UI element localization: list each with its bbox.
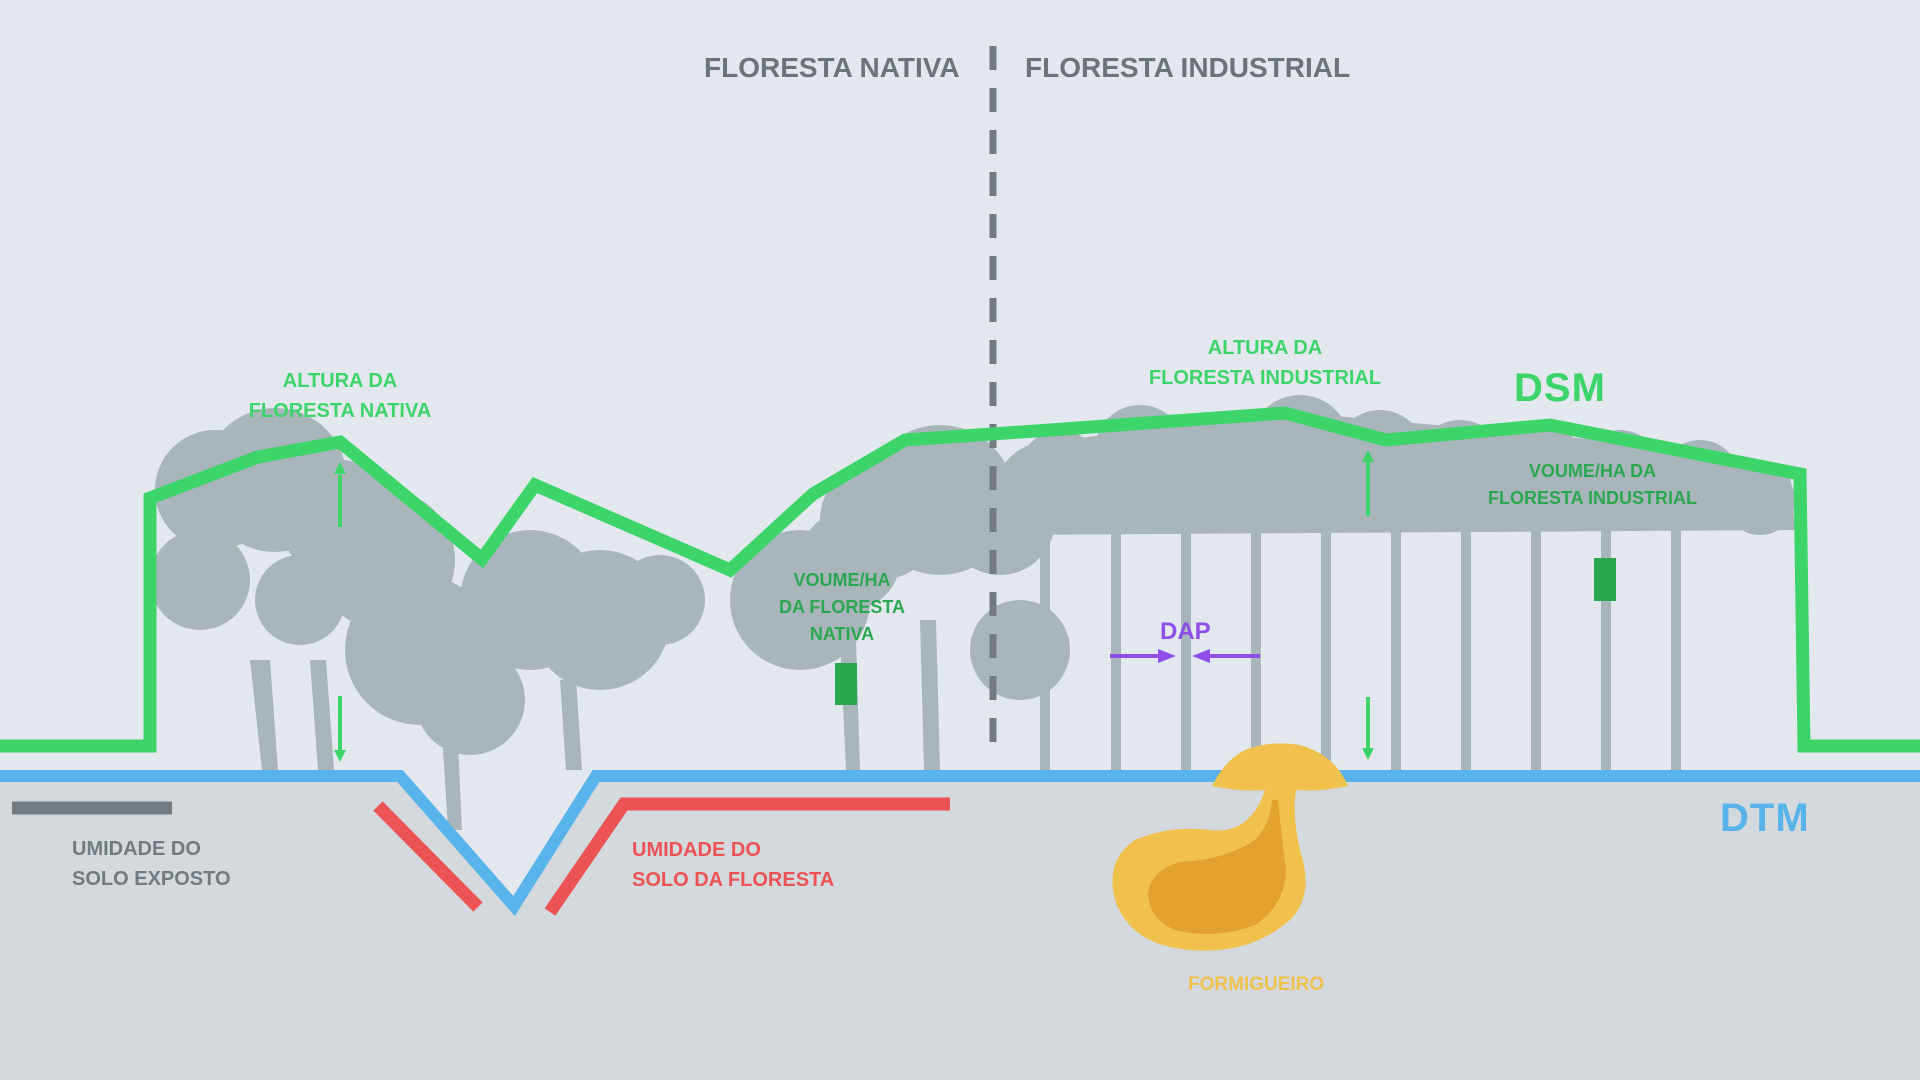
dtm-line bbox=[0, 770, 1920, 916]
label-umidade-exposto-line1: UMIDADE DO bbox=[72, 838, 201, 860]
height-arrows bbox=[334, 450, 1374, 762]
label-altura-nativa-line2: FLORESTA NATIVA bbox=[248, 400, 432, 422]
label-altura-industrial-line1: ALTURA DA bbox=[1207, 337, 1323, 359]
dsm-line bbox=[0, 406, 1920, 753]
label-umidade-floresta-line1: UMIDADE DO bbox=[632, 839, 761, 861]
label-volume-industrial-line2: FLORESTA INDUSTRIAL bbox=[1488, 488, 1697, 508]
anthill-icon bbox=[1112, 743, 1348, 951]
label-dsm: DSM bbox=[1514, 366, 1606, 410]
label-dtm: DTM bbox=[1720, 796, 1810, 840]
header-floresta-nativa: FLORESTA NATIVA bbox=[704, 52, 960, 83]
label-altura-industrial-line2: FLORESTA INDUSTRIAL bbox=[1148, 367, 1382, 389]
native-forest-trees bbox=[150, 408, 1070, 830]
label-altura-nativa: ALTURA DA FLORESTA NATIVA bbox=[230, 366, 450, 426]
label-volume-nativa-line1: VOUME/HA bbox=[793, 570, 891, 590]
ground bbox=[0, 776, 1920, 1080]
umidade-floresta-line-right bbox=[544, 797, 950, 916]
label-formigueiro: FORMIGUEIRO bbox=[1188, 974, 1325, 995]
label-umidade-exposto: UMIDADE DO SOLO EXPOSTO bbox=[72, 834, 231, 894]
label-volume-industrial-line1: VOUME/HA DA bbox=[1528, 461, 1657, 481]
label-umidade-floresta-line2: SOLO DA FLORESTA bbox=[632, 869, 835, 891]
volume-industrial-box bbox=[1594, 558, 1616, 601]
volume-nativa-box bbox=[835, 663, 857, 705]
label-dap: DAP bbox=[1160, 618, 1211, 645]
label-volume-industrial: VOUME/HA DA FLORESTA INDUSTRIAL bbox=[1470, 458, 1715, 512]
label-umidade-floresta: UMIDADE DO SOLO DA FLORESTA bbox=[632, 835, 834, 895]
label-altura-industrial: ALTURA DA FLORESTA INDUSTRIAL bbox=[1130, 333, 1400, 393]
header-floresta-industrial: FLORESTA INDUSTRIAL bbox=[1025, 52, 1351, 83]
label-umidade-exposto-line2: SOLO EXPOSTO bbox=[72, 868, 231, 890]
label-volume-nativa: VOUME/HA DA FLORESTA NATIVA bbox=[756, 567, 928, 648]
label-volume-nativa-line3: NATIVA bbox=[809, 624, 875, 644]
label-altura-nativa-line1: ALTURA DA bbox=[282, 370, 398, 392]
label-volume-nativa-line2: DA FLORESTA bbox=[779, 597, 905, 617]
umidade-floresta-line bbox=[373, 801, 483, 912]
dap-arrows bbox=[1110, 649, 1260, 663]
